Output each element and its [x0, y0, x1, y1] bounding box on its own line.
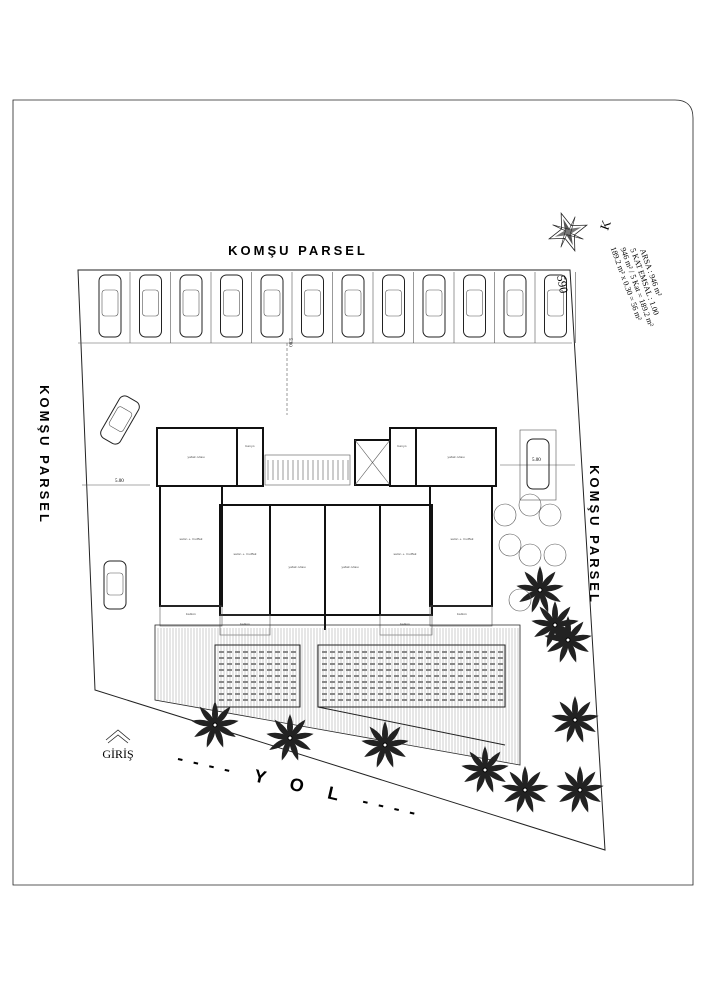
- palm-tree-icon: [361, 721, 409, 768]
- parking-car: [503, 272, 536, 343]
- car-left-angled: [100, 395, 140, 445]
- palm-tree-icon: [551, 696, 599, 743]
- setback-right: 5.00: [532, 458, 541, 463]
- parking-car: [382, 272, 414, 343]
- pool-diagonal: [317, 706, 506, 746]
- palm-tree-icon: [266, 714, 314, 761]
- parking-car: [341, 272, 374, 343]
- room-label: salon + mutfak: [393, 552, 416, 556]
- room-label: balkon: [457, 612, 467, 616]
- parking-area: [98, 272, 576, 343]
- parking-car: [220, 272, 252, 343]
- pool-right: [317, 644, 506, 708]
- terrace-deck: [154, 624, 521, 766]
- palm-tree-icon: [501, 766, 549, 813]
- room-label: banyo: [397, 444, 406, 448]
- parcel-number: 590: [554, 274, 571, 294]
- palm-tree-icon: [556, 766, 604, 813]
- north-label: K: [597, 218, 615, 233]
- car-left: [103, 560, 127, 610]
- room-label: balkon: [240, 622, 250, 626]
- shrub-icon: [493, 503, 517, 527]
- room-label: balkon: [186, 612, 196, 616]
- palm-tree-icon: [531, 601, 579, 648]
- parking-car: [179, 272, 212, 343]
- room-label: yatak odası: [341, 565, 358, 569]
- pool-left: [214, 644, 301, 708]
- palm-tree-icon: [516, 566, 564, 613]
- car-right: [519, 429, 557, 501]
- shrub-icon: [508, 588, 532, 612]
- parking-car: [422, 272, 455, 343]
- shrub-icon: [538, 503, 562, 527]
- neighbor-parcel-right: KOMŞU PARSEL: [587, 465, 602, 605]
- north-arrow-icon: [548, 212, 588, 252]
- pool-pattern: [219, 651, 503, 701]
- palm-tree-icon: [461, 746, 509, 793]
- room-label: salon + mutfak: [450, 537, 473, 541]
- parking-car: [301, 272, 333, 343]
- site-info: ARSA : 946 m² 5 KAT EMSAL : 1.00 946 m² …: [609, 246, 664, 329]
- shrub-icon: [518, 543, 542, 567]
- palm-tree-icon: [191, 701, 239, 748]
- parking-car: [544, 272, 576, 343]
- deck-hatch: [157, 628, 519, 765]
- room-label: yatak odası: [288, 565, 305, 569]
- room-label: yatak odası: [187, 455, 204, 459]
- parking-car: [98, 272, 131, 343]
- site-boundary: [77, 269, 606, 851]
- room-label: yatak odası: [447, 455, 464, 459]
- room-label: banyo: [245, 444, 254, 448]
- setback-left: 5.00: [115, 479, 124, 484]
- setback-top: 5.00: [287, 338, 292, 347]
- room-label: salon + mutfak: [233, 552, 256, 556]
- shrub-icon: [498, 533, 522, 557]
- building-plan: yatak odası banyo salon + mutfak salon + mu…: [156, 427, 497, 636]
- parking-car: [260, 272, 293, 343]
- drawing-frame: [12, 99, 694, 886]
- neighbor-parcel-top: KOMŞU PARSEL: [228, 243, 368, 258]
- entrance-arrow-icon: [105, 729, 131, 744]
- entrance-label: GİRİŞ: [102, 747, 133, 761]
- shrub-icon: [543, 543, 567, 567]
- room-label: salon + mutfak: [179, 537, 202, 541]
- parking-car: [139, 272, 171, 343]
- room-label: balkon: [400, 622, 410, 626]
- parking-car: [463, 272, 495, 343]
- landscape-trees: [191, 493, 604, 813]
- shrub-icon: [518, 493, 542, 517]
- neighbor-parcel-left: KOMŞU PARSEL: [37, 385, 52, 525]
